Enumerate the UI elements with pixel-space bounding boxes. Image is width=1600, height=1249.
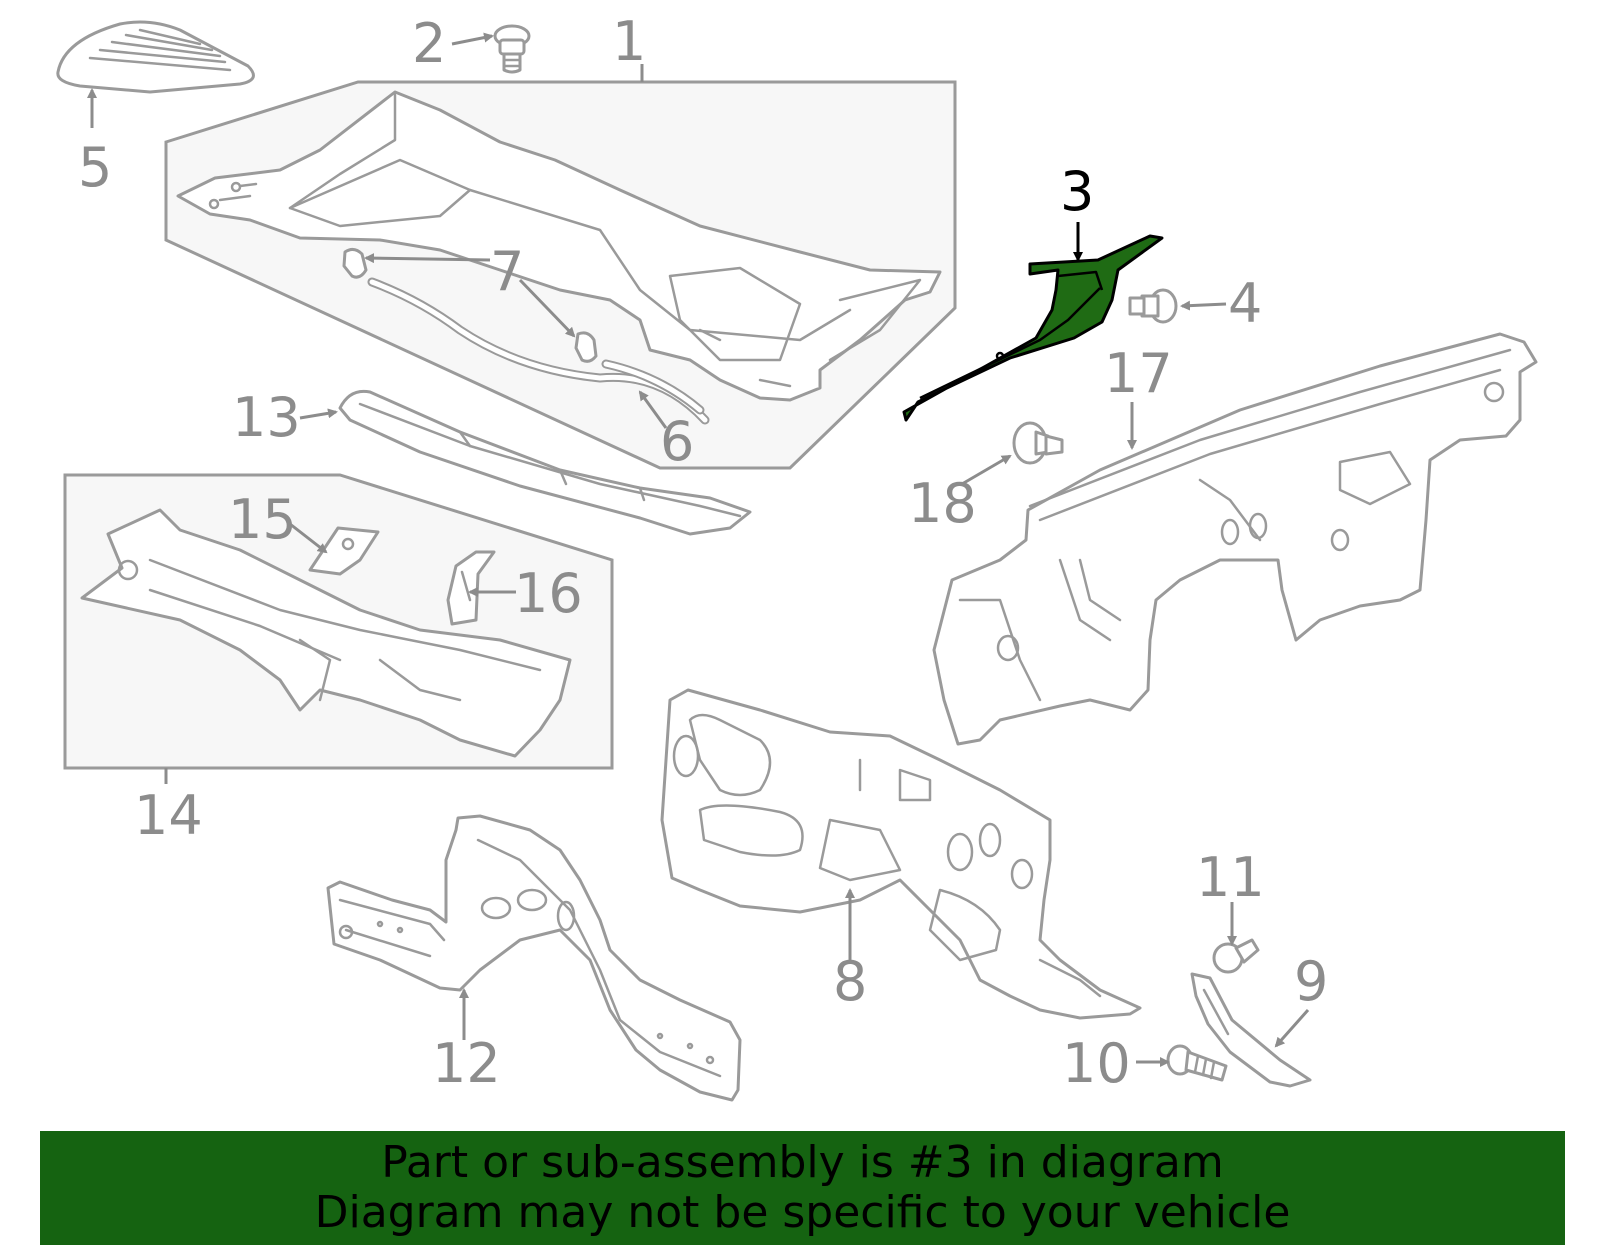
leader-lines — [87, 32, 1310, 1067]
part-5-grille-cover[interactable] — [56, 20, 255, 94]
callout-6: 6 — [660, 410, 694, 473]
callout-labels: 1 2 3 4 5 6 7 8 9 10 11 12 13 14 15 16 1… — [78, 10, 1328, 1095]
callout-15: 15 — [228, 488, 297, 551]
part-6-hose[interactable] — [367, 277, 710, 425]
part-10-bolt[interactable] — [1166, 1044, 1228, 1082]
part-14-box[interactable] — [63, 473, 614, 770]
part-2-bolt[interactable] — [493, 24, 531, 74]
callout-17: 17 — [1104, 342, 1173, 405]
part-11-bolt[interactable] — [1212, 938, 1260, 974]
callout-5: 5 — [78, 136, 112, 199]
callout-16: 16 — [514, 562, 583, 625]
callout-13: 13 — [232, 386, 301, 449]
callout-7: 7 — [490, 240, 524, 303]
callout-18: 18 — [908, 472, 977, 535]
part-1-cowl-assembly[interactable] — [164, 80, 957, 470]
callout-2: 2 — [412, 12, 446, 75]
part-8-dash-insulator[interactable] — [660, 688, 1142, 1020]
banner-line-1: Part or sub-assembly is #3 in diagram — [381, 1137, 1224, 1188]
callout-8: 8 — [833, 950, 867, 1013]
callout-1: 1 — [612, 10, 646, 73]
banner-line-2: Diagram may not be specific to your vehi… — [314, 1187, 1291, 1238]
callout-10: 10 — [1062, 1032, 1131, 1095]
part-4-bolt[interactable] — [1128, 288, 1178, 324]
callout-12: 12 — [432, 1032, 501, 1095]
callout-11: 11 — [1196, 846, 1265, 909]
part-13-seal[interactable] — [338, 389, 752, 536]
callout-9: 9 — [1294, 950, 1328, 1013]
part-15-bracket[interactable] — [308, 526, 380, 576]
part-12-side-frame[interactable] — [326, 814, 742, 1102]
part-7-clips[interactable] — [342, 247, 598, 363]
callout-3: 3 — [1060, 160, 1094, 223]
info-banner: Part or sub-assembly is #3 in diagram Di… — [40, 1131, 1565, 1245]
part-9-bracket[interactable] — [1190, 972, 1312, 1088]
callout-14: 14 — [134, 784, 203, 847]
part-3-reinforcement-highlighted[interactable] — [902, 234, 1164, 422]
callout-4: 4 — [1228, 272, 1262, 335]
part-17-dash-panel[interactable] — [932, 332, 1538, 746]
part-18-clip[interactable] — [1012, 421, 1064, 465]
